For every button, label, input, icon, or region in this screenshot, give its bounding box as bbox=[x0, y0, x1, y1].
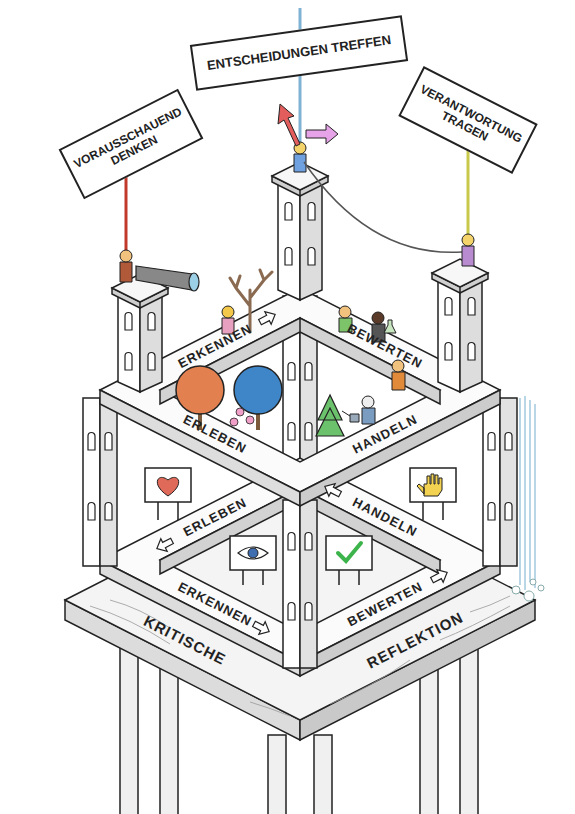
green-tree bbox=[316, 395, 344, 436]
sign-text: ENTSCHEIDUNGEN TREFFEN bbox=[206, 32, 392, 73]
eye-iris bbox=[248, 548, 258, 558]
person-body bbox=[392, 372, 405, 390]
lower-walkway-side bbox=[100, 560, 300, 676]
telescope bbox=[136, 266, 192, 290]
heart-board bbox=[145, 468, 191, 502]
pillar-face bbox=[483, 398, 500, 566]
person-body bbox=[462, 246, 474, 266]
sign-board: VORAUSSCHAUEND DENKEN bbox=[59, 89, 204, 200]
orange-tree bbox=[176, 366, 224, 414]
person-head bbox=[462, 234, 474, 246]
watering-can bbox=[342, 411, 359, 422]
decision-arrow bbox=[306, 124, 338, 144]
telescope-lens bbox=[189, 273, 199, 291]
direction-arrow bbox=[154, 535, 176, 555]
pillar-face bbox=[100, 398, 117, 566]
tower-cap-top bbox=[112, 162, 488, 302]
pillar-face bbox=[500, 398, 517, 566]
person-head bbox=[372, 312, 384, 324]
arched-windows bbox=[125, 203, 475, 370]
person-body bbox=[362, 408, 375, 424]
person-head bbox=[222, 306, 234, 318]
decision-arrow bbox=[278, 104, 300, 146]
eye-board bbox=[230, 536, 276, 570]
lower-walkway-side bbox=[300, 560, 500, 676]
pillar-face bbox=[300, 500, 317, 668]
direction-arrow bbox=[322, 480, 344, 500]
flowers bbox=[230, 408, 254, 426]
direction-arrow bbox=[429, 566, 451, 586]
eye-symbol bbox=[238, 547, 268, 559]
blue-tree bbox=[234, 366, 282, 414]
person-head bbox=[362, 396, 374, 408]
base-slab-top bbox=[65, 480, 535, 720]
check-symbol bbox=[338, 543, 361, 561]
person-head bbox=[339, 306, 351, 318]
hand-board bbox=[410, 468, 456, 502]
sign-text: VORAUSSCHAUEND DENKEN bbox=[69, 103, 193, 185]
waterfall bbox=[520, 396, 535, 590]
pillar-face bbox=[83, 398, 100, 566]
direction-arrow bbox=[257, 308, 279, 328]
check-board bbox=[326, 536, 372, 570]
heart-symbol bbox=[157, 477, 178, 496]
direction-arrow bbox=[251, 618, 273, 638]
sign-text: VERANTWORTUNG TRAGEN bbox=[409, 80, 527, 159]
pillar-face bbox=[283, 500, 300, 668]
water-splash bbox=[512, 579, 544, 601]
person-body bbox=[120, 262, 132, 282]
rope bbox=[304, 162, 462, 252]
person-head bbox=[120, 250, 132, 262]
upper-walkway-side bbox=[300, 390, 500, 506]
hand-symbol bbox=[417, 474, 442, 496]
flask bbox=[384, 320, 396, 333]
